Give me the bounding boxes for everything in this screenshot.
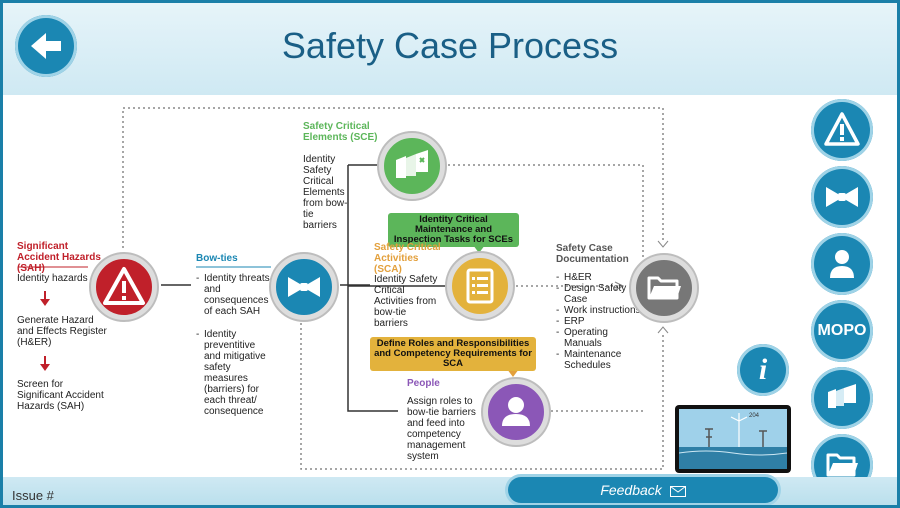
sce-blocks-icon [396, 150, 428, 178]
sce-text: Identity Safety Critical Elements from b… [303, 154, 348, 231]
doc-circle[interactable] [631, 255, 697, 321]
warning-triangle-icon [824, 112, 860, 146]
offshore-scene-icon [678, 409, 788, 469]
bowties-list: Identity threats and consequences of eac… [196, 273, 274, 417]
scd-item-3: Work instructions [556, 305, 642, 316]
people-heading: People [407, 378, 440, 389]
person-icon [830, 250, 854, 278]
sca-text: Identity Safety Critical Activities from… [374, 274, 438, 329]
side-hazard-button[interactable] [811, 99, 873, 161]
banner-sca: Define Roles and Responsibilities and Co… [370, 337, 536, 371]
checklist-icon [466, 268, 494, 304]
scd-item-6: Maintenance Schedules [556, 349, 642, 371]
people-circle[interactable] [483, 379, 549, 445]
scd-item-5: Operating Manuals [556, 327, 642, 349]
scd-list: H&ER Design Safety Case Work instruction… [556, 272, 642, 371]
bow-tie-icon [826, 187, 858, 207]
sah-step-1: Identity hazards [17, 273, 88, 284]
side-bowtie-button[interactable] [811, 166, 873, 228]
arrow-left-icon [31, 33, 61, 59]
person-icon [502, 397, 530, 426]
sce-blocks-icon [828, 384, 856, 408]
side-sce-button[interactable] [811, 367, 873, 429]
bowtie-circle[interactable] [271, 254, 337, 320]
scd-item-1: H&ER [556, 272, 642, 283]
info-icon: i [758, 353, 768, 386]
scd-heading: Safety Case Documentation [556, 243, 629, 265]
feedback-label: Feedback [600, 482, 662, 498]
people-text: Assign roles to bow-tie barriers and fee… [407, 396, 476, 462]
scd-item-2: Design Safety Case [556, 283, 642, 305]
issue-label: Issue # [12, 488, 54, 503]
side-mopo-button[interactable]: MOPO [811, 300, 873, 362]
sce-heading: Safety Critical Elements (SCE) [303, 121, 378, 143]
warning-triangle-icon [103, 267, 145, 305]
sah-heading: Significant Accident Hazards (SAH) [17, 241, 101, 274]
header-bar [3, 3, 897, 95]
bowties-heading: Bow-ties [196, 253, 238, 264]
bowties-item-1: Identity threats and consequences of eac… [196, 273, 274, 317]
sah-circle[interactable] [91, 254, 157, 320]
folder-icon [647, 276, 681, 300]
bow-tie-icon [288, 277, 320, 297]
back-button[interactable] [15, 15, 77, 77]
sca-heading: Safety Critical Activities (SCA) [374, 242, 441, 275]
envelope-icon [669, 485, 686, 497]
folder-icon [826, 453, 858, 477]
thumbnail-label: 204 [749, 413, 760, 419]
banner-sce: Identity Critical Maintenance and Inspec… [388, 213, 519, 247]
page-title: Safety Case Process [281, 25, 619, 66]
side-people-button[interactable] [811, 233, 873, 295]
bowties-item-2: Identity preventitive and mitigative saf… [196, 329, 274, 417]
video-thumbnail[interactable]: 204 [675, 405, 791, 473]
mopo-label: MOPO [817, 322, 867, 339]
diagram-connectors [18, 107, 669, 470]
sca-circle[interactable] [447, 253, 513, 319]
sce-circle[interactable] [379, 133, 445, 199]
scd-item-4: ERP [556, 316, 642, 327]
feedback-button[interactable]: Feedback [508, 477, 778, 503]
sah-step-2: Generate Hazard and Effects Register (H&… [17, 315, 107, 348]
sah-step-3: Screen for Significant Accident Hazards … [17, 379, 104, 412]
info-button[interactable]: i [737, 344, 789, 396]
